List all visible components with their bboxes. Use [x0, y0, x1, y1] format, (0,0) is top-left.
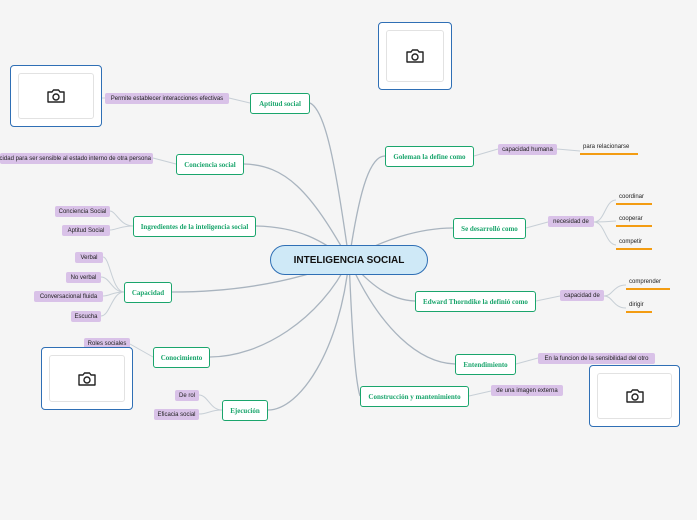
topic-se-desarrollo[interactable]: Se desarrolló como — [453, 218, 526, 239]
image-placeholder[interactable] — [589, 365, 680, 427]
topic-ingredientes[interactable]: Ingredientes de la inteligencia social — [133, 216, 256, 237]
tag-escucha[interactable]: Escucha — [71, 311, 101, 322]
tag-capacidad-sensible[interactable]: capacidad para ser sensible al estado in… — [0, 153, 153, 164]
image-frame — [597, 373, 672, 419]
camera-icon — [625, 389, 644, 403]
tag-capacidad-humana[interactable]: capacidad humana — [498, 144, 557, 155]
tag-verbal[interactable]: Verbal — [75, 252, 103, 263]
leaf-dirigir[interactable]: dirigir — [626, 302, 652, 313]
leaf-cooperar[interactable]: cooperar — [616, 216, 652, 227]
topic-aptitud-social[interactable]: Aptitud social — [250, 93, 310, 114]
leaf-competir[interactable]: competir — [616, 239, 652, 250]
image-frame — [386, 30, 444, 82]
topic-construccion[interactable]: Construcción y mantenimiento — [360, 386, 469, 407]
tag-roles-sociales[interactable]: Roles sociales — [84, 338, 130, 349]
image-placeholder[interactable] — [10, 65, 102, 127]
camera-icon — [47, 89, 65, 103]
tag-necesidad-de[interactable]: necesidad de — [548, 216, 594, 227]
tag-capacidad-de[interactable]: capacidad de — [560, 290, 604, 301]
topic-conocimiento[interactable]: Conocimiento — [153, 347, 210, 368]
topic-entendimiento[interactable]: Entendimiento — [455, 354, 516, 375]
topic-ejecucion[interactable]: Ejecución — [222, 400, 268, 421]
tag-no-verbal[interactable]: No verbal — [66, 272, 101, 283]
image-placeholder[interactable] — [378, 22, 452, 90]
leaf-comprender[interactable]: comprender — [626, 279, 670, 290]
leaf-coordinar[interactable]: coordinar — [616, 194, 652, 205]
image-frame — [18, 73, 94, 119]
tag-conversacional[interactable]: Conversacional fluida — [34, 291, 103, 302]
tag-de-rol[interactable]: De rol — [175, 390, 199, 401]
topic-conciencia-social[interactable]: Conciencia social — [176, 154, 244, 175]
topic-thorndike[interactable]: Edward Thorndike la definió como — [415, 291, 536, 312]
image-frame — [49, 355, 125, 402]
tag-eficacia-social[interactable]: Eficacia social — [154, 409, 199, 420]
topic-capacidad[interactable]: Capacidad — [124, 282, 172, 303]
camera-icon — [78, 371, 96, 386]
tag-imagen-externa[interactable]: de una imagen externa — [491, 385, 563, 396]
tag-permite-establecer[interactable]: Permite establecer interacciones efectiv… — [105, 93, 229, 104]
tag-funcion-sensibilidad[interactable]: En la funcion de la sensibilidad del otr… — [538, 353, 655, 364]
image-placeholder[interactable] — [41, 347, 133, 410]
tag-conciencia-social[interactable]: Conciencia Social — [55, 206, 110, 217]
leaf-para-relacionarse[interactable]: para relacionarse — [580, 144, 638, 155]
topic-goleman[interactable]: Goleman la define como — [385, 146, 474, 167]
camera-icon — [406, 49, 424, 63]
tag-aptitud-social[interactable]: Aptitud Social — [62, 225, 110, 236]
central-topic[interactable]: INTELIGENCIA SOCIAL — [270, 245, 428, 275]
